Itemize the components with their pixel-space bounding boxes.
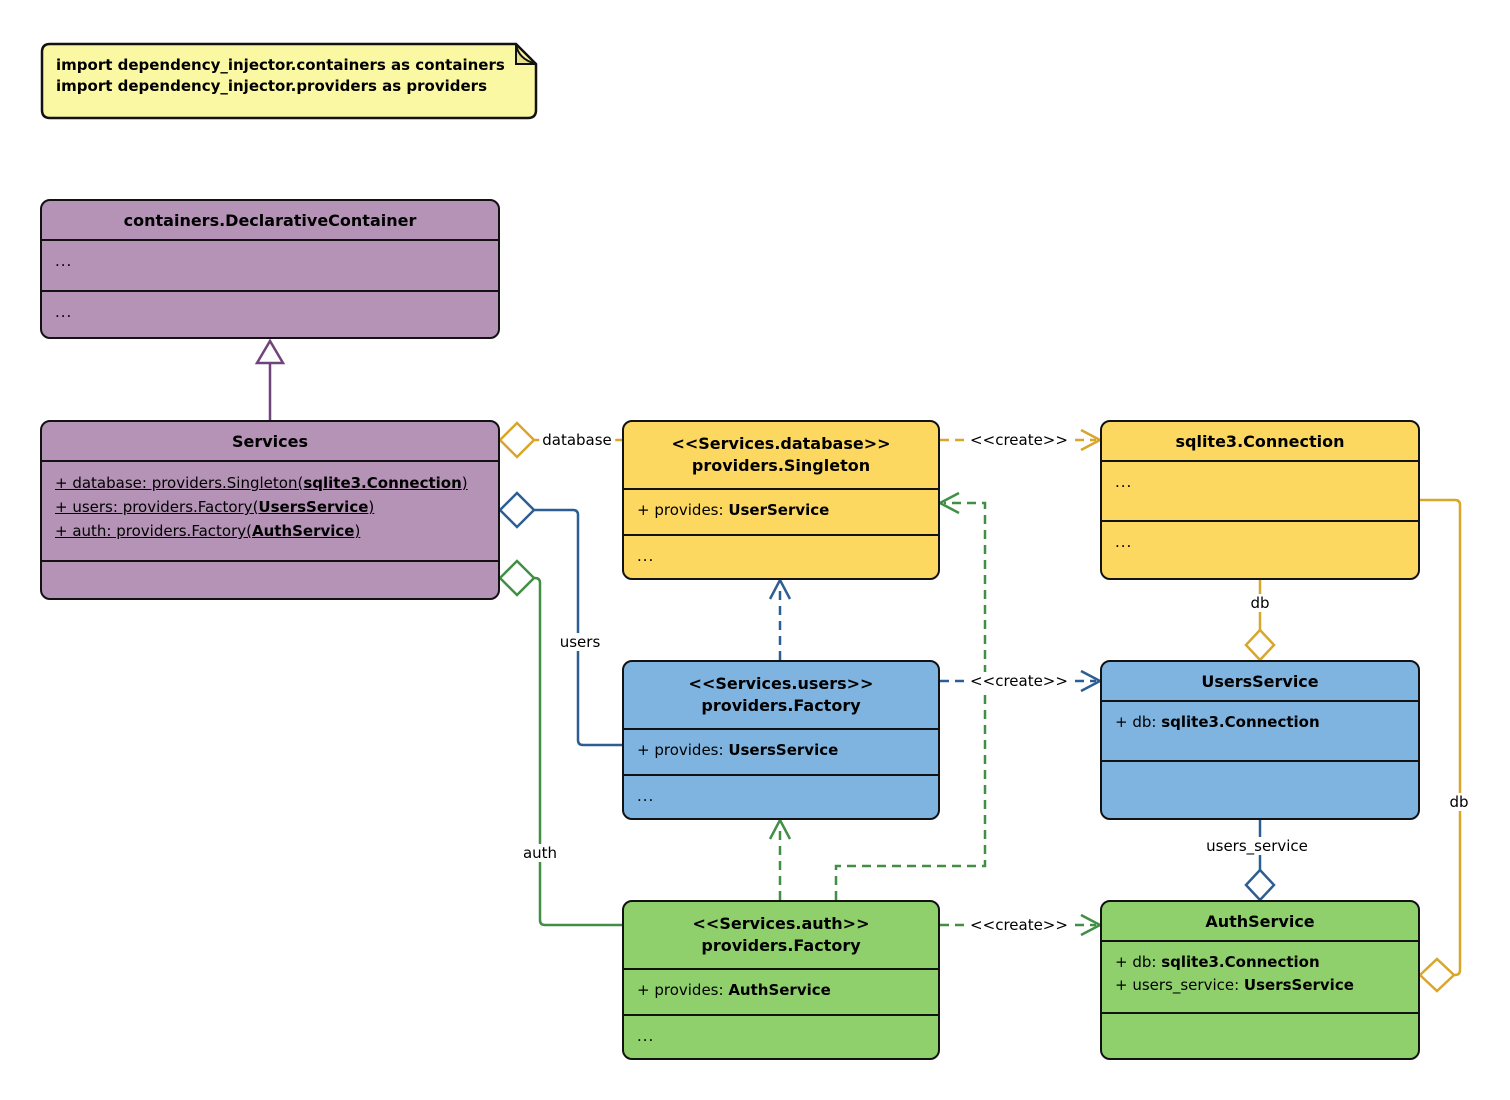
class-singleton-database: <<Services.database>> providers.Singleto… — [622, 420, 940, 580]
db-right-aggregation-edge — [1418, 498, 1462, 993]
class-factory-auth: <<Services.auth>> providers.Factory + pr… — [622, 900, 940, 1060]
db-aggregation-edge — [1244, 580, 1276, 662]
edge-label-auth: auth — [519, 844, 561, 862]
attr-provides: + provides: UserService — [624, 488, 938, 534]
class-title: UsersService — [1201, 672, 1319, 691]
class-declarative-container: containers.DeclarativeContainer ... ... — [40, 199, 500, 339]
users-factory-to-singleton-edge — [768, 577, 792, 660]
class-title: containers.DeclarativeContainer — [123, 211, 417, 230]
attr-db: + db: sqlite3.Connection — [1102, 700, 1418, 760]
attr-database: + database: providers.Singleton(sqlite3.… — [55, 474, 468, 492]
attr-auth: + auth: providers.Factory(AuthService) — [55, 522, 361, 540]
class-stereotype: <<Services.users>> — [688, 674, 874, 693]
import-note: import dependency_injector.containers as… — [40, 42, 538, 120]
note-line-2: import dependency_injector.providers as … — [56, 77, 488, 95]
edge-label-create-users: <<create>> — [967, 672, 1071, 690]
class-services: Services + database: providers.Singleton… — [40, 420, 500, 600]
edge-label-db-right: db — [1446, 793, 1472, 811]
class-title: providers.Singleton — [691, 456, 871, 475]
note-shape — [40, 42, 538, 120]
class-users-service: UsersService + db: sqlite3.Connection — [1100, 660, 1420, 820]
class-methods-section: ... — [624, 1014, 938, 1058]
class-title: AuthService — [1205, 912, 1315, 931]
class-auth-service: AuthService + db: sqlite3.Connection + u… — [1100, 900, 1420, 1060]
edge-label-create-auth: <<create>> — [967, 916, 1071, 934]
auth-aggregation-edge — [498, 559, 622, 927]
class-sqlite3-connection: sqlite3.Connection ... ... — [1100, 420, 1420, 580]
attr-users-service: + users_service: UsersService — [1115, 976, 1354, 994]
class-stereotype: <<Services.auth>> — [692, 914, 870, 933]
attr-users: + users: providers.Factory(UsersService) — [55, 498, 375, 516]
class-methods-section: ... — [624, 534, 938, 578]
class-attributes-section: ... — [1102, 460, 1418, 520]
class-factory-users: <<Services.users>> providers.Factory + p… — [622, 660, 940, 820]
generalization-arrow — [254, 338, 286, 420]
class-methods-section: ... — [42, 290, 498, 337]
attr-db: + db: sqlite3.Connection — [1115, 953, 1320, 971]
edge-label-users-service: users_service — [1203, 837, 1311, 855]
class-methods-section — [1102, 760, 1418, 818]
class-attributes-section: ... — [42, 239, 498, 290]
class-methods-section — [1102, 1012, 1418, 1058]
class-title: sqlite3.Connection — [1175, 432, 1345, 451]
class-title: providers.Factory — [701, 936, 861, 955]
edge-label-users: users — [556, 633, 604, 651]
users-service-aggregation-edge — [1244, 820, 1276, 902]
class-stereotype: <<Services.database>> — [671, 434, 891, 453]
attr-provides: + provides: UsersService — [624, 728, 938, 774]
edge-label-create-database: <<create>> — [967, 431, 1071, 449]
class-methods-section: ... — [1102, 520, 1418, 578]
attr-provides: + provides: AuthService — [624, 968, 938, 1014]
edge-label-db: db — [1247, 594, 1273, 612]
note-line-1: import dependency_injector.containers as… — [56, 56, 505, 74]
users-aggregation-edge — [498, 491, 622, 747]
class-title: providers.Factory — [701, 696, 861, 715]
class-methods-section — [42, 560, 498, 598]
class-title: Services — [231, 432, 309, 451]
auth-factory-to-singleton-edge — [834, 491, 987, 900]
auth-factory-to-users-factory-edge — [768, 817, 792, 900]
edge-label-database: database — [539, 431, 615, 449]
class-methods-section: ... — [624, 774, 938, 818]
